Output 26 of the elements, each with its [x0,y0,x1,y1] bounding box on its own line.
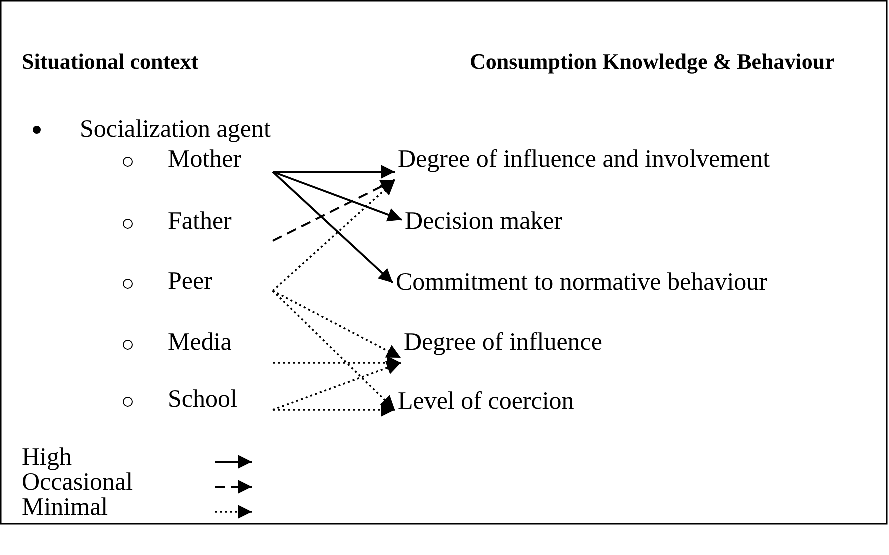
column-heading: Situational context [22,48,199,76]
agent-label: Media [168,329,273,357]
arrow [273,403,395,417]
arrow [272,171,394,284]
legend-label: High [22,444,72,472]
arrow [273,165,395,179]
outcome-label: Commitment to normative behaviour [396,269,816,297]
arrow [272,290,402,359]
outcome-label: Degree of influence and involvement [398,146,783,174]
arrow [272,361,402,411]
agent-label: Peer [168,268,273,296]
arrow [273,356,401,370]
legend-label: Minimal [22,494,108,522]
list-item: Socialization agent [80,116,271,144]
column-heading: Consumption Knowledge & Behaviour [470,48,835,76]
outcome-label: Decision maker [405,208,575,236]
agent-label: Mother [168,146,273,174]
arrow [272,180,396,292]
agent-label: School [168,386,273,414]
outcome-label: Level of coercion [398,388,588,416]
outcome-label: Degree of influence [404,329,614,357]
legend-label: Occasional [22,469,134,497]
arrow [272,171,402,222]
arrow [272,179,396,242]
arrow [272,290,396,411]
agent-label: Father [168,208,273,236]
